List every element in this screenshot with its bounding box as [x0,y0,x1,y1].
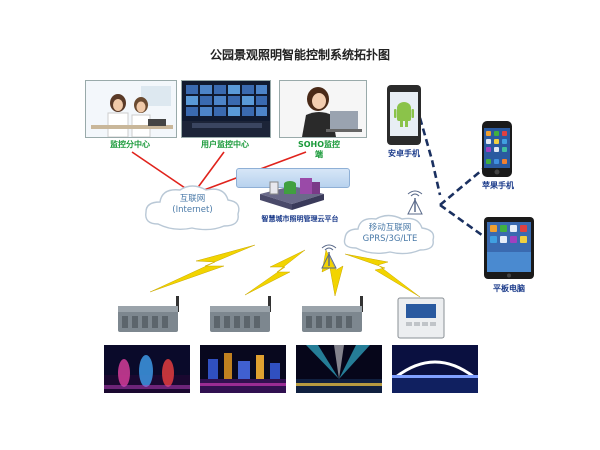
monitoring-branch-photo [85,80,177,138]
platform-label: 智慧城市照明管理云平台 [250,214,350,224]
server-cluster-icon [252,174,332,214]
controller-icon [208,296,276,336]
internet-label-line1: 互联网 [150,194,235,205]
caption-monitoring-branch: 监控分中心 [100,140,160,150]
tablet-label: 平板电脑 [478,283,540,294]
caption-control-center: 用户监控中心 [191,140,259,150]
laser-show-photo [296,345,382,393]
control-cabinet-icon [396,296,446,340]
internet-label-line2: (Internet) [150,205,235,216]
lightning-bolt-4 [345,254,420,297]
lightning-bolt-1 [150,245,255,292]
caption-soho: SOHO监控 端 [290,140,348,160]
mobile-cloud-label: 移动互联网 GPRS/3G/LTE [348,223,432,245]
bridge-night-photo [392,345,478,393]
iphone-label: 苹果手机 [468,180,528,191]
city-lights-photo [200,345,286,393]
control-room-photo [181,80,271,138]
mobile-label-line1: 移动互联网 [348,223,432,234]
antenna-icon [400,186,430,216]
office-workers-icon [86,81,176,137]
iphone-icon [481,120,513,178]
android-phone-label: 安卓手机 [374,148,434,159]
fountain-night-photo [104,345,190,393]
android-phone-icon [386,84,422,146]
internet-cloud-label: 互联网 (Internet) [150,194,235,216]
mobile-label-line2: GPRS/3G/LTE [348,234,432,245]
lightning-bolt-2 [245,250,305,295]
tablet-icon [483,216,535,280]
antenna-icon [314,240,344,270]
soho-photo [279,80,367,138]
controller-icon [116,296,184,336]
controller-icon [300,296,368,336]
laptop-user-icon [280,81,366,137]
video-wall-icon [182,81,270,137]
